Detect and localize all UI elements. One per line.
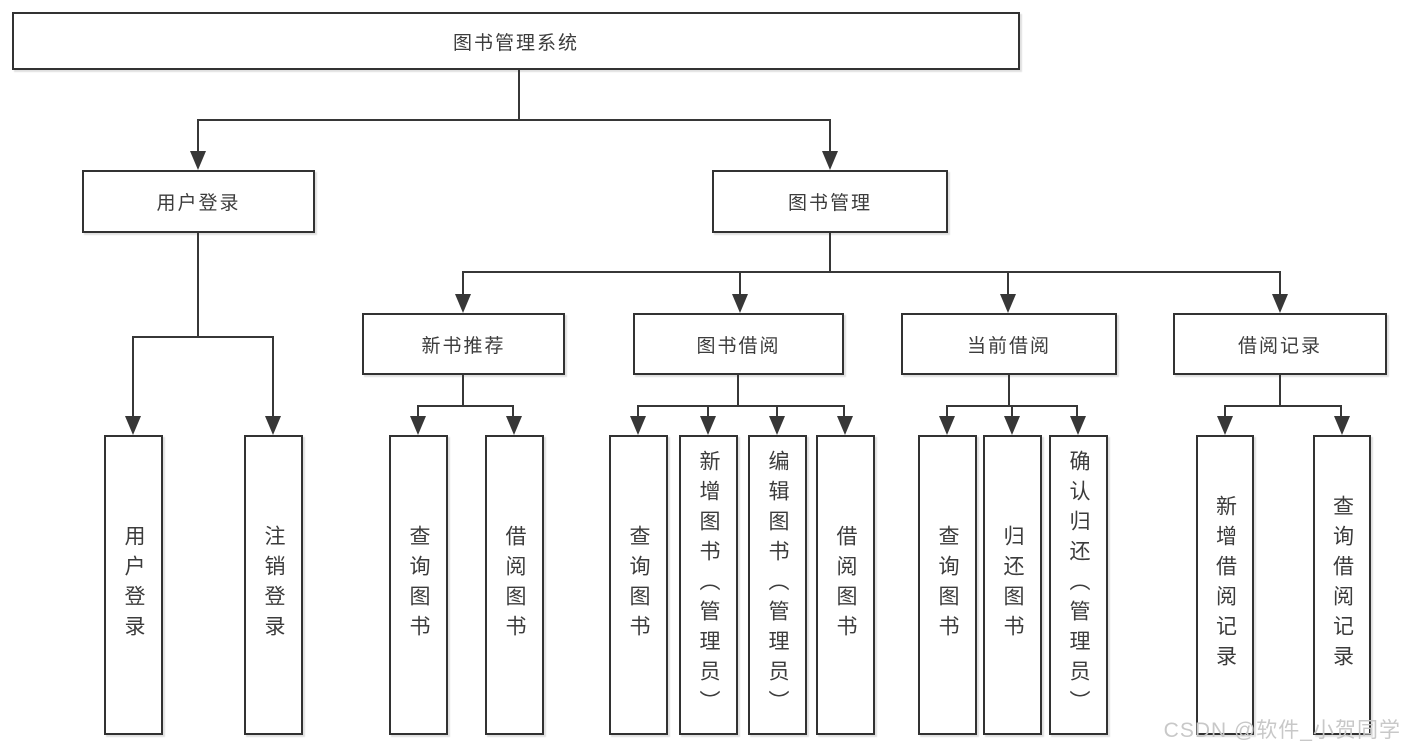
leaf-query-book-borrow-label: 查询图书: [627, 525, 650, 645]
connector-rec-arm-1: [417, 405, 419, 417]
leaf-borrow-book: 借阅图书: [816, 435, 875, 735]
connector-current-stem: [1008, 375, 1010, 406]
leaf-confirm-return-admin-label: 确认归还（管理员）: [1067, 450, 1090, 720]
node-book-borrow: 图书借阅: [633, 313, 844, 375]
node-new-book-recommend-label: 新书推荐: [421, 335, 506, 357]
arrow-down-icon: [837, 416, 853, 435]
connector-borrow-arm-3: [776, 405, 778, 417]
connector-rec-arm-2: [512, 405, 514, 417]
arrow-down-icon: [190, 151, 206, 170]
leaf-edit-book-admin-label: 编辑图书（管理员）: [766, 450, 789, 720]
connector-current-arm-3: [1076, 405, 1078, 417]
arrow-down-icon: [125, 416, 141, 435]
leaf-query-borrow-record: 查询借阅记录: [1313, 435, 1371, 735]
leaf-query-book-recommend: 查询图书: [389, 435, 448, 735]
leaf-query-borrow-record-label: 查询借阅记录: [1330, 495, 1354, 675]
connector-root-bar: [197, 119, 831, 121]
connector-rec-stem: [462, 375, 464, 406]
connector-mgmt-arm-3: [1007, 271, 1009, 295]
arrow-down-icon: [265, 416, 281, 435]
connector-mgmt-arm-4: [1279, 271, 1281, 295]
connector-record-stem: [1279, 375, 1281, 406]
leaf-add-book-admin: 新增图书（管理员）: [679, 435, 738, 735]
connector-borrow-stem: [737, 375, 739, 406]
connector-mgmt-arm-2: [739, 271, 741, 295]
connector-mgmt-arm-1: [462, 271, 464, 295]
arrow-down-icon: [506, 416, 522, 435]
node-book-management-label: 图书管理: [787, 193, 872, 214]
node-new-book-recommend: 新书推荐: [362, 313, 565, 375]
node-root: 图书管理系统: [12, 12, 1020, 70]
connector-borrow-arm-1: [637, 405, 639, 417]
arrow-down-icon: [1000, 294, 1016, 313]
connector-mgmt-stem: [829, 233, 831, 273]
leaf-borrow-book-recommend-label: 借阅图书: [503, 525, 526, 645]
node-user-login-label: 用户登录: [156, 193, 241, 214]
leaf-query-book-recommend-label: 查询图书: [407, 525, 430, 645]
connector-record-bar: [1224, 405, 1342, 407]
arrow-down-icon: [455, 294, 471, 313]
leaf-return-book-label: 归还图书: [1001, 525, 1024, 645]
connector-login-bar: [132, 336, 274, 338]
leaf-query-book-current: 查询图书: [918, 435, 977, 735]
connector-record-arm-1: [1224, 405, 1226, 417]
arrow-down-icon: [1004, 416, 1020, 435]
arrow-down-icon: [1334, 416, 1350, 435]
connector-borrow-bar: [637, 405, 845, 407]
leaf-borrow-book-label: 借阅图书: [834, 525, 857, 645]
leaf-add-borrow-record: 新增借阅记录: [1196, 435, 1254, 735]
connector-current-arm-2: [1011, 405, 1013, 417]
connector-login-stem: [197, 233, 199, 337]
arrow-down-icon: [732, 294, 748, 313]
arrow-down-icon: [1217, 416, 1233, 435]
leaf-add-book-admin-label: 新增图书（管理员）: [697, 450, 720, 720]
arrow-down-icon: [1272, 294, 1288, 313]
connector-rec-bar: [417, 405, 514, 407]
node-current-borrow-label: 当前借阅: [966, 335, 1051, 357]
leaf-edit-book-admin: 编辑图书（管理员）: [748, 435, 807, 735]
leaf-confirm-return-admin: 确认归还（管理员）: [1049, 435, 1108, 735]
node-current-borrow: 当前借阅: [901, 313, 1117, 375]
node-root-label: 图书管理系统: [452, 32, 579, 54]
arrow-down-icon: [769, 416, 785, 435]
connector-current-arm-1: [946, 405, 948, 417]
arrow-down-icon: [822, 151, 838, 170]
leaf-user-login: 用户登录: [104, 435, 163, 735]
arrow-down-icon: [410, 416, 426, 435]
leaf-query-book-current-label: 查询图书: [936, 525, 959, 645]
connector-root-arm-right: [829, 119, 831, 152]
leaf-user-login-label: 用户登录: [122, 525, 145, 645]
leaf-return-book: 归还图书: [983, 435, 1042, 735]
arrow-down-icon: [939, 416, 955, 435]
leaf-borrow-book-recommend: 借阅图书: [485, 435, 544, 735]
node-book-borrow-label: 图书借阅: [696, 335, 781, 357]
watermark: CSDN @软件_小贺同学: [1163, 719, 1401, 742]
connector-login-arm-right: [272, 336, 274, 417]
connector-borrow-arm-4: [843, 405, 845, 417]
leaf-logout-login: 注销登录: [244, 435, 303, 735]
connector-borrow-arm-2: [707, 405, 709, 417]
node-borrow-record: 借阅记录: [1173, 313, 1387, 375]
connector-record-arm-2: [1340, 405, 1342, 417]
node-user-login: 用户登录: [82, 170, 315, 233]
leaf-query-book-borrow: 查询图书: [609, 435, 668, 735]
connector-root-arm-left: [197, 119, 199, 152]
connector-login-arm-left: [132, 336, 134, 417]
leaf-add-borrow-record-label: 新增借阅记录: [1213, 495, 1237, 675]
arrow-down-icon: [700, 416, 716, 435]
connector-mgmt-bar: [462, 271, 1281, 273]
connector-root-stem: [518, 70, 520, 120]
arrow-down-icon: [1070, 416, 1086, 435]
node-borrow-record-label: 借阅记录: [1237, 335, 1322, 357]
arrow-down-icon: [630, 416, 646, 435]
leaf-logout-login-label: 注销登录: [262, 525, 285, 645]
node-book-management: 图书管理: [712, 170, 948, 233]
